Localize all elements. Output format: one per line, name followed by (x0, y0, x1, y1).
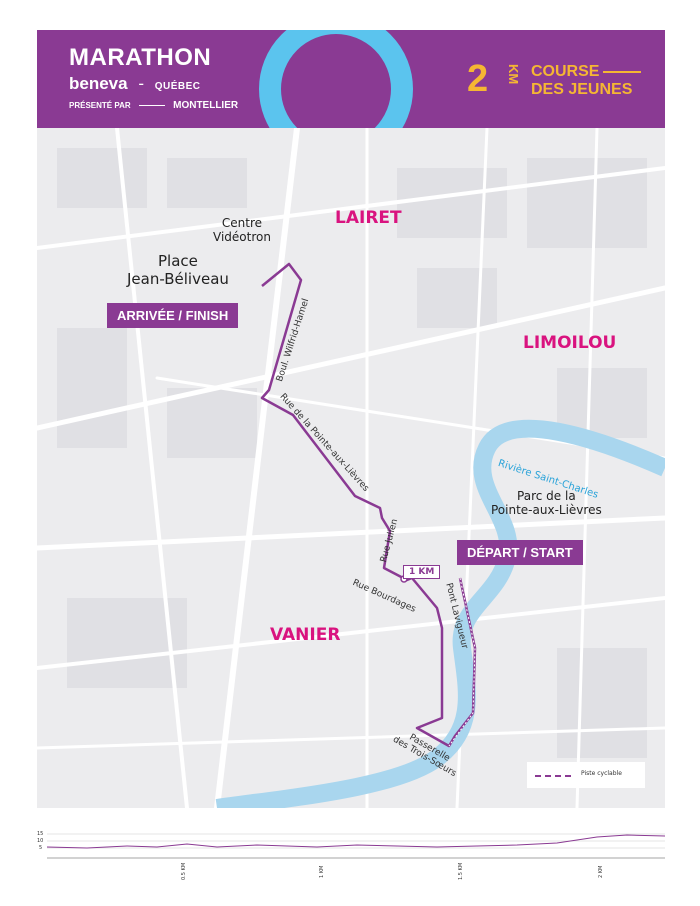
course-rule (603, 70, 642, 73)
district-limoilou: LIMOILOU (523, 333, 617, 353)
km-marker-label: 1 KM (403, 565, 441, 579)
poi-centre-line1: Centre (221, 216, 263, 230)
distance-number: 2 (467, 58, 489, 100)
district-lairet: LAIRET (335, 208, 402, 228)
finish-label: ARRIVÉE / FINISH (107, 303, 239, 328)
elevation-profile: 15 10 5 0.5 KM 1 KM 1.5 KM 2 KM (37, 826, 666, 896)
brand-subtitle: beneva - QUÉBEC (69, 74, 201, 94)
brand-separator: - (138, 74, 144, 93)
brand-name: beneva (69, 74, 128, 93)
river (215, 419, 665, 808)
poi-place-line2: Jean-Béliveau (127, 270, 229, 288)
map-legend: Piste cyclable (527, 762, 645, 788)
distance-unit: KM (506, 64, 521, 85)
city-blocks (57, 148, 647, 758)
ytick-15: 15 (37, 831, 44, 837)
xtick-1km: 1 KM (319, 865, 325, 878)
brand-title: MARATHON (69, 44, 212, 71)
elevation-chart (46, 833, 666, 859)
route-line (260, 262, 477, 748)
start-label: DÉPART / START (457, 540, 583, 565)
ytick-5: 5 (39, 845, 43, 851)
poi-place-jean-beliveau: Place Jean-Béliveau (127, 252, 229, 288)
poi-place-line1: Place (158, 252, 198, 270)
xtick-1-5km: 1.5 KM (458, 862, 464, 880)
sponsor-name: MONTELLIER (173, 100, 239, 111)
course-line1: COURSE (531, 63, 600, 80)
route-map: LAIRET LIMOILOU VANIER Centre Vidéotron … (37, 128, 665, 808)
poi-centre-line2: Vidéotron (213, 230, 271, 244)
legend-bike-path-label: Piste cyclable (581, 770, 622, 777)
poi-centre-videotron: Centre Vidéotron (213, 216, 271, 244)
course-line2: DES JEUNES (531, 81, 633, 98)
ytick-10: 10 (37, 838, 44, 844)
header-banner: MARATHON beneva - QUÉBEC PRÉSENTÉ PAR MO… (37, 30, 665, 128)
sponsor-line: PRÉSENTÉ PAR MONTELLIER (69, 100, 238, 111)
course-name: COURSE DES JEUNES (531, 63, 642, 99)
district-vanier: VANIER (270, 625, 341, 645)
map-canvas (37, 128, 665, 808)
xtick-2km: 2 KM (598, 865, 604, 878)
poi-parc-line2: Pointe-aux-Lièvres (491, 503, 602, 517)
xtick-0-5km: 0.5 KM (181, 862, 187, 880)
poi-parc-line1: Parc de la (517, 489, 576, 503)
brand-city: QUÉBEC (154, 81, 201, 92)
poi-parc-pointe-aux-lievres: Parc de la Pointe-aux-Lièvres (491, 489, 602, 517)
logo-ring (259, 30, 413, 128)
legend-bike-path-swatch (535, 775, 571, 777)
elevation-line (46, 834, 666, 849)
sponsor-rule (138, 105, 165, 107)
presented-by: PRÉSENTÉ PAR (69, 101, 131, 110)
bike-path (448, 577, 476, 747)
